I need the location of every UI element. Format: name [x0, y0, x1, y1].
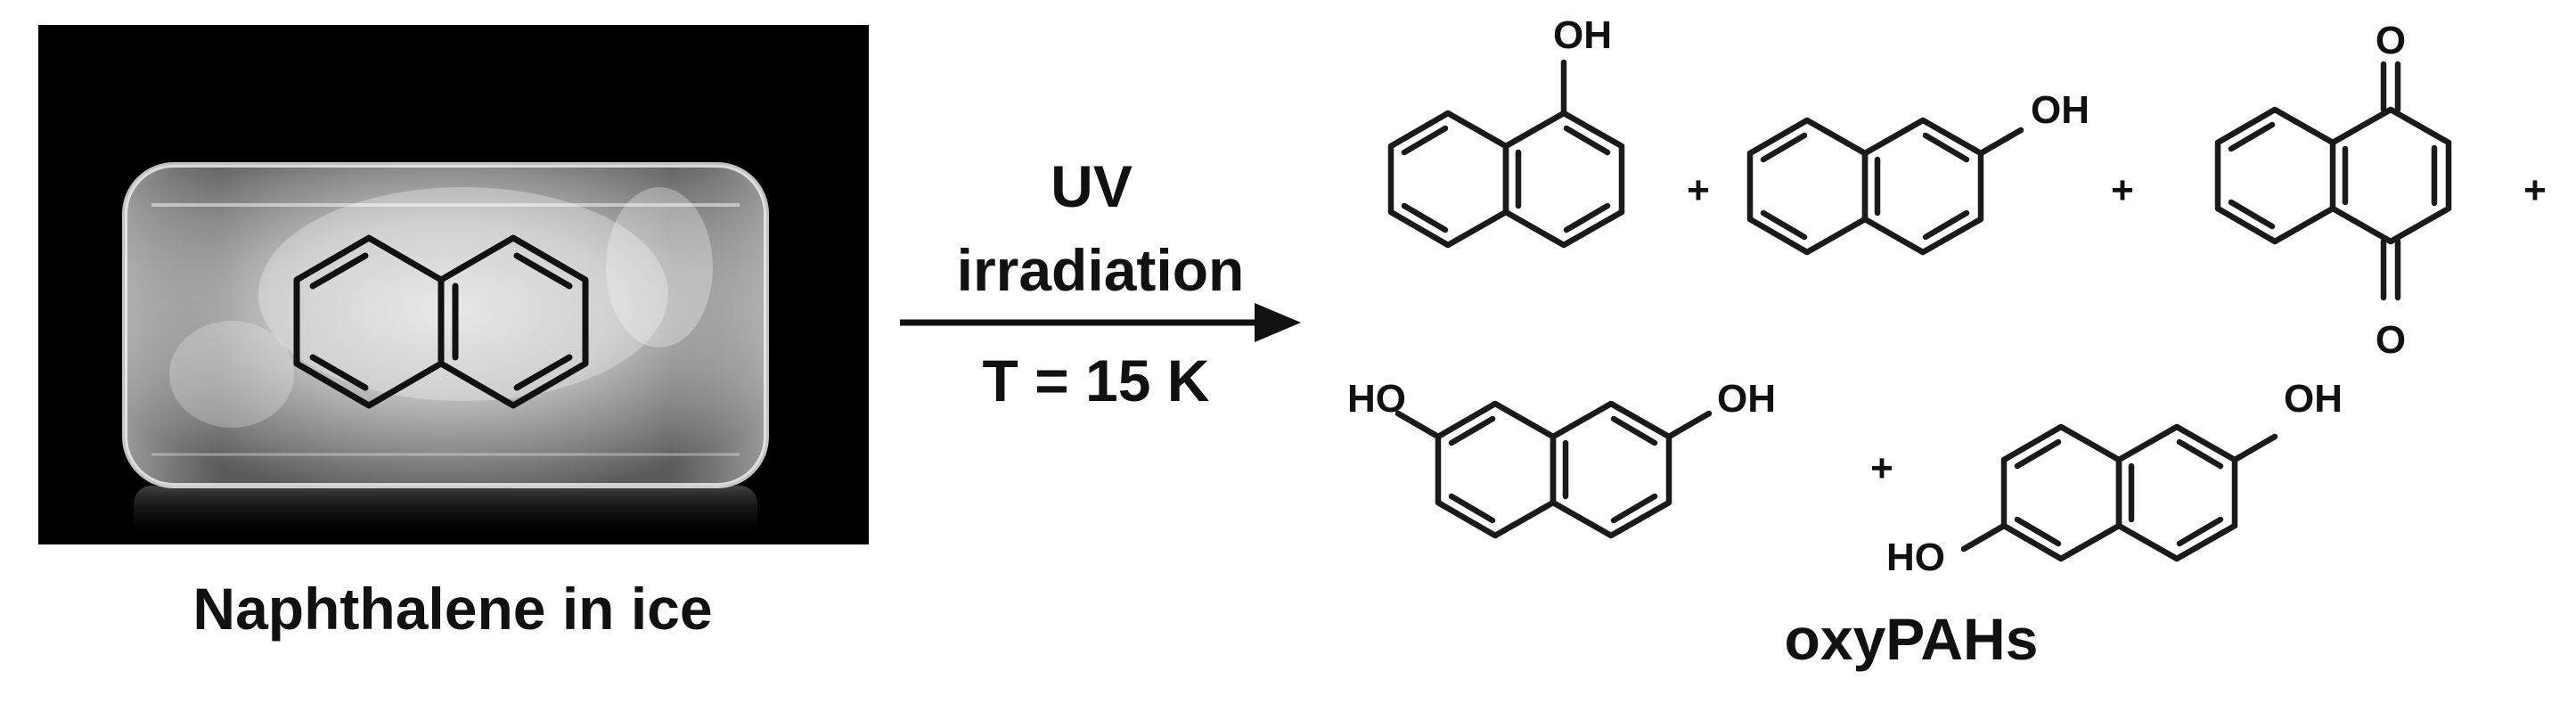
plus-sign: + — [1870, 446, 1893, 490]
oh-label: OH — [2284, 377, 2343, 421]
ice-photo — [38, 25, 869, 544]
oh-label: OH — [1717, 377, 1776, 421]
condition-uv: UV — [1051, 153, 1133, 219]
plus-sign: + — [2111, 168, 2134, 212]
product-5-dihydroxynaphthalene: OH HO — [1886, 377, 2343, 579]
plus-sign: + — [1687, 168, 1710, 212]
plus-sign: + — [2523, 168, 2547, 212]
products-caption: oxyPAHs — [1785, 606, 2039, 672]
oxo-label: O — [2376, 19, 2406, 62]
condition-temperature: T = 15 K — [983, 348, 1210, 413]
oh-label: OH — [1553, 13, 1612, 57]
condition-irradiation: irradiation — [957, 237, 1245, 303]
reaction-arrow — [900, 303, 1301, 342]
naphthalene-structure — [293, 234, 589, 409]
oxo-label: O — [2376, 318, 2406, 362]
product-1-naphthol: OH — [1387, 13, 1625, 249]
ho-label: HO — [1886, 536, 1945, 579]
reactant-caption: Naphthalene in ice — [192, 576, 712, 642]
product-3-naphthoquinone: O O — [2214, 19, 2452, 362]
product-2-naphthol: OH — [1746, 88, 2089, 256]
product-4-dihydroxynaphthalene: HO OH — [1347, 377, 1776, 539]
ho-label: HO — [1347, 377, 1406, 421]
oh-label: OH — [2031, 88, 2089, 132]
